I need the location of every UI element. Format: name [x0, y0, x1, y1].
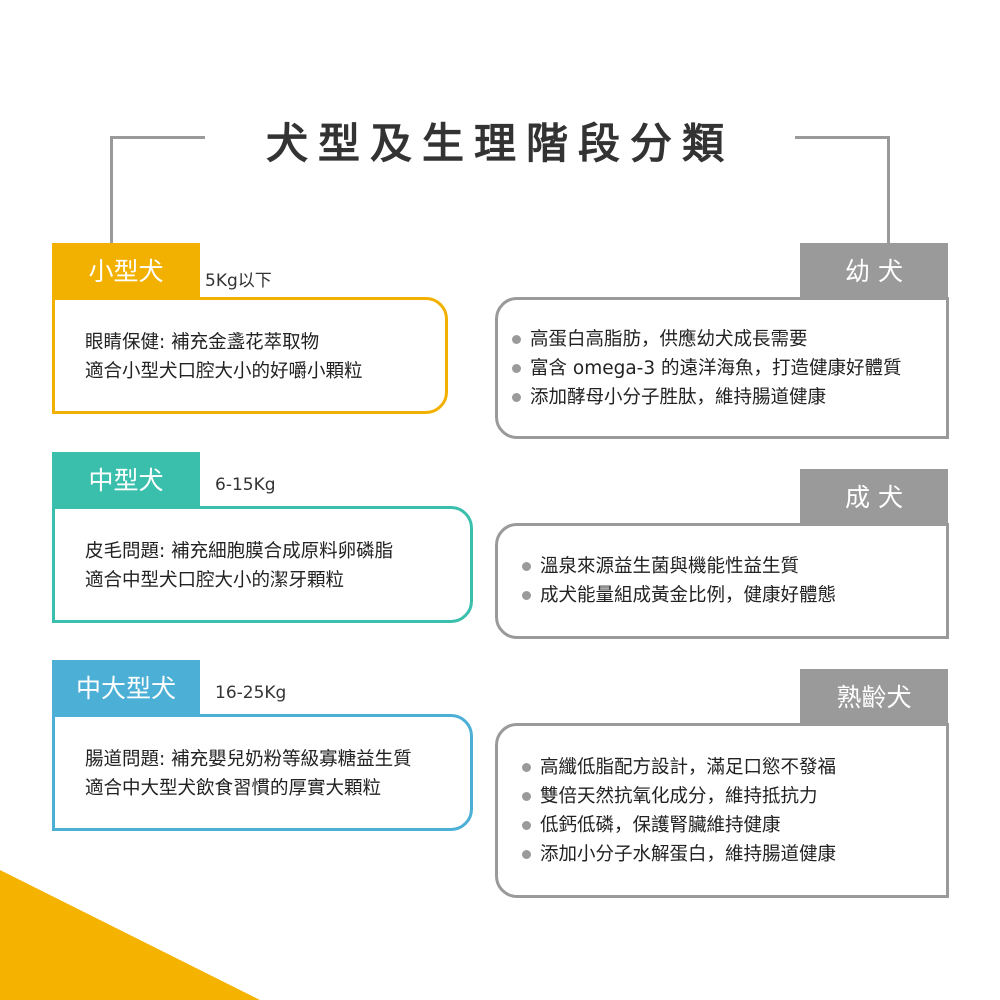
connector-left [110, 136, 205, 139]
size-weight-small: 5Kg以下 [205, 271, 272, 291]
bullet-item: 低鈣低磷，保護腎臟維持健康 [522, 811, 946, 840]
size-card-medium: 皮毛問題: 補充細胞膜合成原料卵磷脂 適合中型犬口腔大小的潔牙顆粒 [52, 506, 473, 623]
bullet-item: 高纖低脂配方設計，滿足口慾不發福 [522, 753, 946, 782]
bullet-dot-icon [522, 849, 531, 859]
size-tab-medium: 中型犬 [52, 452, 200, 506]
card-line: 皮毛問題: 補充細胞膜合成原料卵磷脂 [85, 541, 394, 562]
card-line: 腸道問題: 補充嬰兒奶粉等級寡糖益生質 [85, 749, 412, 770]
stage-card-puppy: 高蛋白高脂肪，供應幼犬成長需要 富含 omega-3 的遠洋海魚，打造健康好體質… [495, 297, 949, 439]
bullet-text: 添加酵母小分子胜肽，維持腸道健康 [530, 386, 827, 408]
bullet-item: 添加酵母小分子胜肽，維持腸道健康 [512, 383, 946, 412]
page-title: 犬型及生理階段分類 [265, 119, 734, 168]
bullet-dot-icon [522, 762, 531, 772]
bullet-item: 成犬能量組成黃金比例，健康好體態 [522, 581, 946, 610]
bullet-text: 溫泉來源益生菌與機能性益生質 [540, 556, 800, 577]
stage-tab-puppy: 幼 犬 [800, 243, 948, 297]
size-weight-medium: 6-15Kg [215, 475, 276, 495]
bullet-dot-icon [512, 334, 521, 344]
card-line: 適合小型犬口腔大小的好嚼小顆粒 [85, 361, 363, 382]
bullet-text: 富含 omega-3 的遠洋海魚，打造健康好體質 [530, 357, 902, 379]
size-tab-large: 中大型犬 [52, 660, 200, 714]
stage-card-adult: 溫泉來源益生菌與機能性益生質 成犬能量組成黃金比例，健康好體態 [495, 523, 949, 639]
stage-card-senior: 高纖低脂配方設計，滿足口慾不發福 雙倍天然抗氧化成分，維持抵抗力 低鈣低磷，保護… [495, 723, 949, 898]
corner-decoration [0, 870, 260, 1000]
connector-right [795, 136, 890, 139]
card-line: 適合中大型犬飲食習慣的厚實大顆粒 [85, 778, 382, 799]
bullet-text: 高纖低脂配方設計，滿足口慾不發福 [540, 756, 837, 778]
card-line: 眼睛保健: 補充金盞花萃取物 [85, 332, 320, 353]
bullet-item: 高蛋白高脂肪，供應幼犬成長需要 [512, 325, 946, 354]
bullet-text: 高蛋白高脂肪，供應幼犬成長需要 [530, 328, 808, 350]
bullet-dot-icon [522, 562, 531, 571]
bullet-dot-icon [512, 363, 521, 373]
size-card-large: 腸道問題: 補充嬰兒奶粉等級寡糖益生質 適合中大型犬飲食習慣的厚實大顆粒 [52, 714, 473, 831]
size-tab-small: 小型犬 [52, 243, 200, 297]
connector-right-down [887, 136, 890, 244]
card-line: 適合中型犬口腔大小的潔牙顆粒 [85, 570, 345, 591]
stage-tab-senior: 熟齡犬 [800, 669, 948, 723]
bullet-text: 添加小分子水解蛋白，維持腸道健康 [540, 843, 837, 865]
connector-left-down [110, 136, 113, 244]
bullet-dot-icon [522, 820, 531, 830]
bullet-dot-icon [522, 791, 531, 801]
size-card-small: 眼睛保健: 補充金盞花萃取物 適合小型犬口腔大小的好嚼小顆粒 [52, 297, 448, 414]
bullet-item: 雙倍天然抗氧化成分，維持抵抗力 [522, 782, 946, 811]
bullet-text: 雙倍天然抗氧化成分，維持抵抗力 [540, 785, 818, 807]
bullet-text: 成犬能量組成黃金比例，健康好體態 [540, 585, 837, 606]
bullet-item: 富含 omega-3 的遠洋海魚，打造健康好體質 [512, 354, 946, 383]
bullet-item: 溫泉來源益生菌與機能性益生質 [522, 552, 946, 581]
bullet-dot-icon [522, 591, 531, 600]
bullet-dot-icon [512, 392, 521, 402]
size-weight-large: 16-25Kg [215, 683, 287, 703]
bullet-item: 添加小分子水解蛋白，維持腸道健康 [522, 840, 946, 869]
bullet-text: 低鈣低磷，保護腎臟維持健康 [540, 814, 781, 836]
stage-tab-adult: 成 犬 [800, 469, 948, 523]
